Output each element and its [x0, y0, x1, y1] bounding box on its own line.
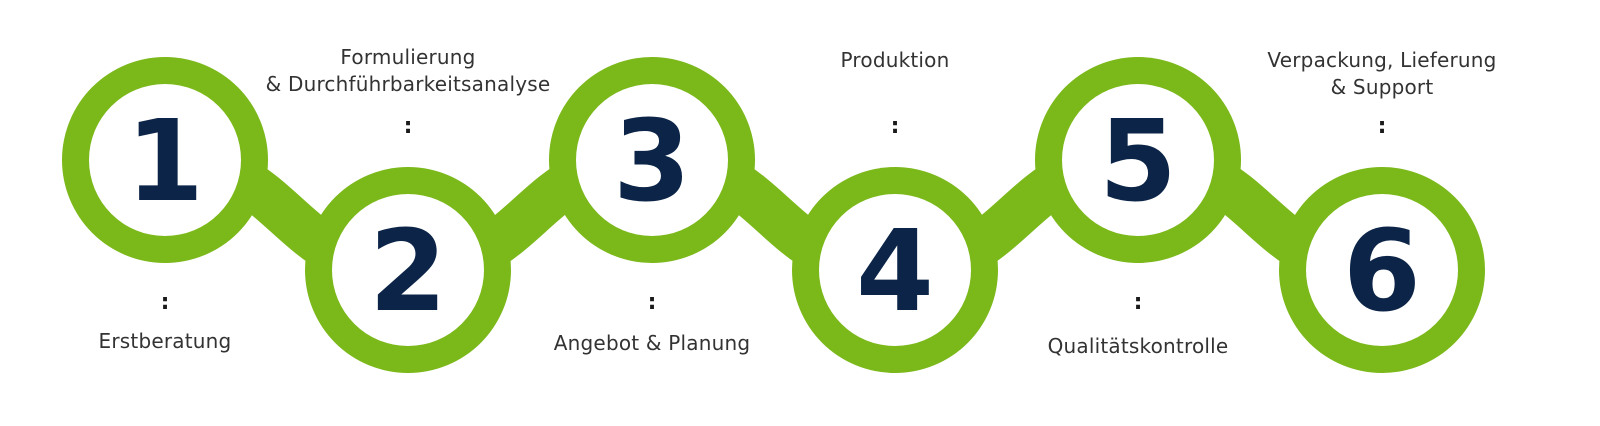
step-2-circle: 2 [305, 167, 511, 373]
step-3-label: Angebot & Planung [553, 331, 751, 355]
step-3-disc [576, 84, 728, 236]
step-1-circle: 1 [62, 57, 268, 263]
step-2-disc [332, 194, 484, 346]
step-2-number: 2 [369, 207, 447, 337]
step-4-number: 4 [856, 207, 934, 337]
step-5-disc [1062, 84, 1214, 236]
step-6-label: Verpackung, Lieferung & Support [1267, 48, 1497, 99]
step-4-separator: : [890, 114, 900, 139]
step-rings: 1 2 3 4 5 6 [62, 57, 1485, 373]
step-3-separator: : [647, 290, 657, 315]
step-1-disc [89, 84, 241, 236]
step-4-label: Produktion [840, 48, 950, 72]
step-2-separator: : [403, 114, 413, 139]
step-3-number: 3 [613, 97, 691, 227]
step-3-circle: 3 [549, 57, 755, 263]
step-5-circle: 5 [1035, 57, 1241, 263]
step-6-disc [1306, 194, 1458, 346]
step-5-number: 5 [1099, 97, 1177, 227]
step-1-label: Erstberatung [98, 329, 232, 353]
step-5-label: Qualitätskontrolle [1047, 334, 1229, 358]
step-6-circle: 6 [1279, 167, 1485, 373]
step-6-separator: : [1377, 114, 1387, 139]
step-1-number: 1 [126, 97, 204, 227]
step-6-number: 6 [1343, 207, 1421, 337]
step-4-disc [819, 194, 971, 346]
step-1-separator: : [160, 290, 170, 315]
step-5-separator: : [1133, 290, 1143, 315]
step-4-circle: 4 [792, 167, 998, 373]
step-2-label: Formulierung & Durchführbarkeitsanalyse [265, 45, 551, 96]
